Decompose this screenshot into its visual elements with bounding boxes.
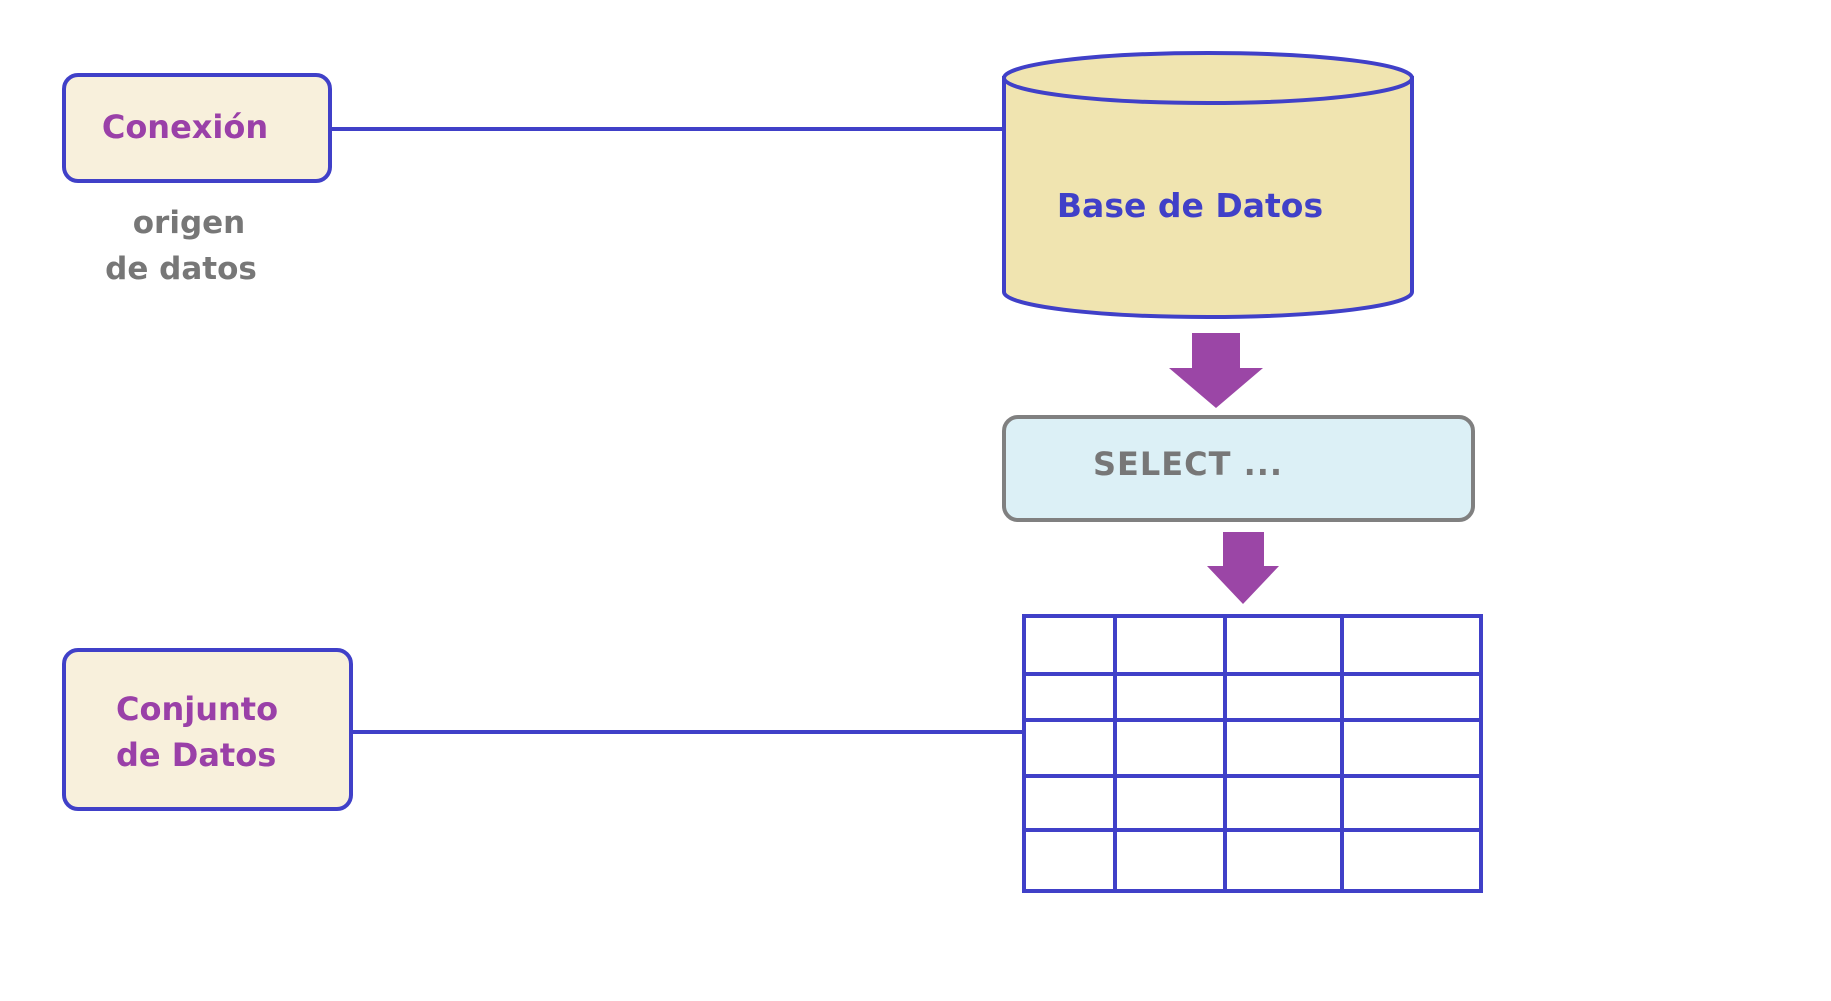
connection-node: Conexión <box>62 73 332 183</box>
connection-note: origen de datos <box>105 205 257 287</box>
connection-note-line1: origen <box>133 205 246 241</box>
query-node: SELECT ... <box>1002 415 1475 522</box>
database-cylinder-top <box>1002 51 1414 105</box>
result-table-border <box>1022 614 1483 893</box>
query-box <box>1002 415 1475 522</box>
connection-box <box>62 73 332 183</box>
arrow-down-icon <box>1207 532 1279 604</box>
database-cylinder: Base de Datos <box>1002 51 1414 319</box>
dataset-label-line1: Conjunto <box>116 690 278 728</box>
result-table <box>1022 614 1483 893</box>
arrow-down-icon <box>1169 333 1263 408</box>
dataset-label-line2: de Datos <box>116 736 276 774</box>
query-label: SELECT ... <box>1093 445 1283 483</box>
dataset-node: Conjunto de Datos <box>62 648 353 811</box>
database-cylinder-body <box>1002 76 1414 319</box>
connection-label: Conexión <box>102 108 268 146</box>
dataset-box <box>62 648 353 811</box>
database-label: Base de Datos <box>1057 186 1323 225</box>
connection-note-line2: de datos <box>105 251 257 287</box>
